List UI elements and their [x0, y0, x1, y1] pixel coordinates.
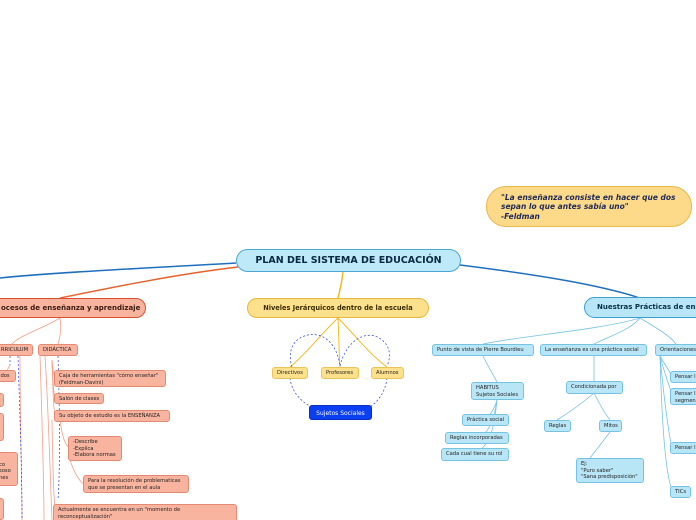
node-mitos[interactable]: Mitos [599, 420, 622, 432]
node-profesores[interactable]: Profesores [321, 367, 359, 379]
orientaciones-label: Orientaciones [660, 347, 696, 353]
node-pensar-1[interactable]: Pensar l [670, 371, 696, 383]
cada-cual-rol-label: Cada cual tiene su rol [446, 451, 503, 457]
didactica-node[interactable]: DIDÁCTICA [38, 344, 78, 356]
link-root-left [0, 262, 237, 279]
didactica-item-label: Salón de clases [59, 396, 100, 402]
node-practica-social-main[interactable]: La enseñanza es una práctica social [540, 344, 647, 356]
root-node[interactable]: PLAN DEL SISTEMA DE EDUCACIÓN [236, 249, 461, 272]
branch-our-practices[interactable]: Nuestras Prácticas de ens [584, 297, 696, 318]
node-reglas[interactable]: Reglas [544, 420, 571, 432]
didactica-item-toolbox[interactable]: Caja de herramientas "cómo enseñar" (Fel… [54, 370, 166, 387]
node-sujetos-sociales[interactable]: Sujetos Sociales [309, 405, 372, 420]
reglas-incorporadas-label: Reglas incorporadas [450, 435, 503, 441]
didactica-item-describe[interactable]: -Describe -Explica -Elabora normas [68, 436, 122, 461]
didactica-item-label: -Describe -Explica -Elabora normas [73, 439, 116, 458]
link-root-middle [337, 271, 344, 299]
left-edge-node-2[interactable] [0, 393, 4, 407]
branch-hierarchy-levels[interactable]: Niveles Jerárquicos dentro de la escuela [247, 298, 429, 318]
root-label: PLAN DEL SISTEMA DE EDUCACIÓN [255, 254, 442, 266]
mitos-label: Mitos [604, 423, 618, 429]
didactica-item-label: Para la resolución de problematicas que … [88, 478, 181, 491]
practica-social-main-label: La enseñanza es una práctica social [545, 347, 639, 353]
node-alumnos-label: Alumnos [376, 370, 399, 376]
pensar-3-label: Pensar l [675, 445, 696, 451]
feldman-quote[interactable]: "La enseñanza consiste en hacer que dos … [486, 186, 692, 227]
quote-text: "La enseñanza consiste en hacer que dos … [501, 193, 676, 221]
didactica-item-problems[interactable]: Para la resolución de problematicas que … [83, 475, 189, 493]
node-habitus[interactable]: HABITUS Sujetos Sociales [471, 382, 524, 400]
condicionada-por-label: Condicionada por [571, 384, 617, 390]
didactica-item-classroom[interactable]: Salón de clases [54, 393, 104, 404]
pensar-1-label: Pensar l [675, 374, 696, 380]
didactica-item-label: Caja de herramientas "cómo enseñar" (Fel… [59, 373, 159, 386]
left-edge-label: l co soso nes [0, 455, 11, 481]
node-pensar-2[interactable]: Pensar l segmen [670, 388, 696, 405]
node-directivos-label: Directivos [277, 370, 303, 376]
habitus-label: HABITUS Sujetos Sociales [476, 385, 519, 398]
node-bourdieu[interactable]: Punto de vista de Pierre Bourdieu [432, 344, 534, 356]
left-edge-label: idos [0, 373, 10, 379]
link-root-right [459, 264, 641, 299]
didactica-item-label: Actualmente se encuentra en un "momento … [58, 507, 181, 520]
didactica-label: DIDÁCTICA [43, 347, 72, 353]
node-directivos[interactable]: Directivos [272, 367, 308, 379]
didactica-item-reconceptualization[interactable]: Actualmente se encuentra en un "momento … [53, 504, 237, 520]
node-orientaciones[interactable]: Orientaciones [655, 344, 696, 356]
bourdieu-label: Punto de vista de Pierre Bourdieu [437, 347, 524, 353]
branch-teaching-learning[interactable]: ocesos de enseñanza y aprendizaje [0, 298, 146, 318]
node-pensar-3[interactable]: Pensar l [670, 442, 696, 454]
didactica-item-object[interactable]: Su objeto de estudio es la ENSEÑANZA [54, 410, 170, 422]
node-tics[interactable]: TICs [670, 486, 691, 498]
node-cada-cual-rol[interactable]: Cada cual tiene su rol [441, 448, 509, 461]
branch-teaching-learning-label: ocesos de enseñanza y aprendizaje [1, 303, 141, 312]
sujetos-sociales-label: Sujetos Sociales [316, 410, 365, 417]
left-edge-node-5[interactable] [0, 498, 4, 520]
branch-hierarchy-label: Niveles Jerárquicos dentro de la escuela [263, 303, 413, 312]
node-practica-social[interactable]: Práctica social [462, 414, 509, 426]
practica-social-label: Práctica social [467, 417, 505, 423]
pensar-2-label: Pensar l segmen [675, 391, 696, 404]
curriculum-label: RRICULUM [1, 347, 29, 353]
didactica-item-label: Su objeto de estudio es la ENSEÑANZA [59, 413, 161, 419]
node-reglas-incorporadas[interactable]: Reglas incorporadas [445, 432, 509, 444]
link-root-left-sub [59, 266, 239, 299]
node-condicionada-por[interactable]: Condicionada por [566, 381, 623, 394]
left-edge-node-4[interactable]: l co soso nes [0, 452, 18, 486]
curriculum-node[interactable]: RRICULUM [0, 344, 33, 356]
node-profesores-label: Profesores [326, 370, 354, 376]
tics-label: TICs [675, 489, 687, 495]
branch-our-practices-label: Nuestras Prácticas de ens [597, 303, 696, 312]
reglas-label: Reglas [549, 423, 567, 429]
node-ejemplo[interactable]: Ej: "Puro saber" "Sana predisposición" [576, 458, 644, 483]
left-edge-node-3[interactable] [0, 413, 4, 441]
ejemplo-label: Ej: "Puro saber" "Sana predisposición" [581, 461, 638, 480]
left-edge-node-1[interactable]: idos [0, 370, 16, 382]
node-alumnos[interactable]: Alumnos [371, 367, 404, 379]
